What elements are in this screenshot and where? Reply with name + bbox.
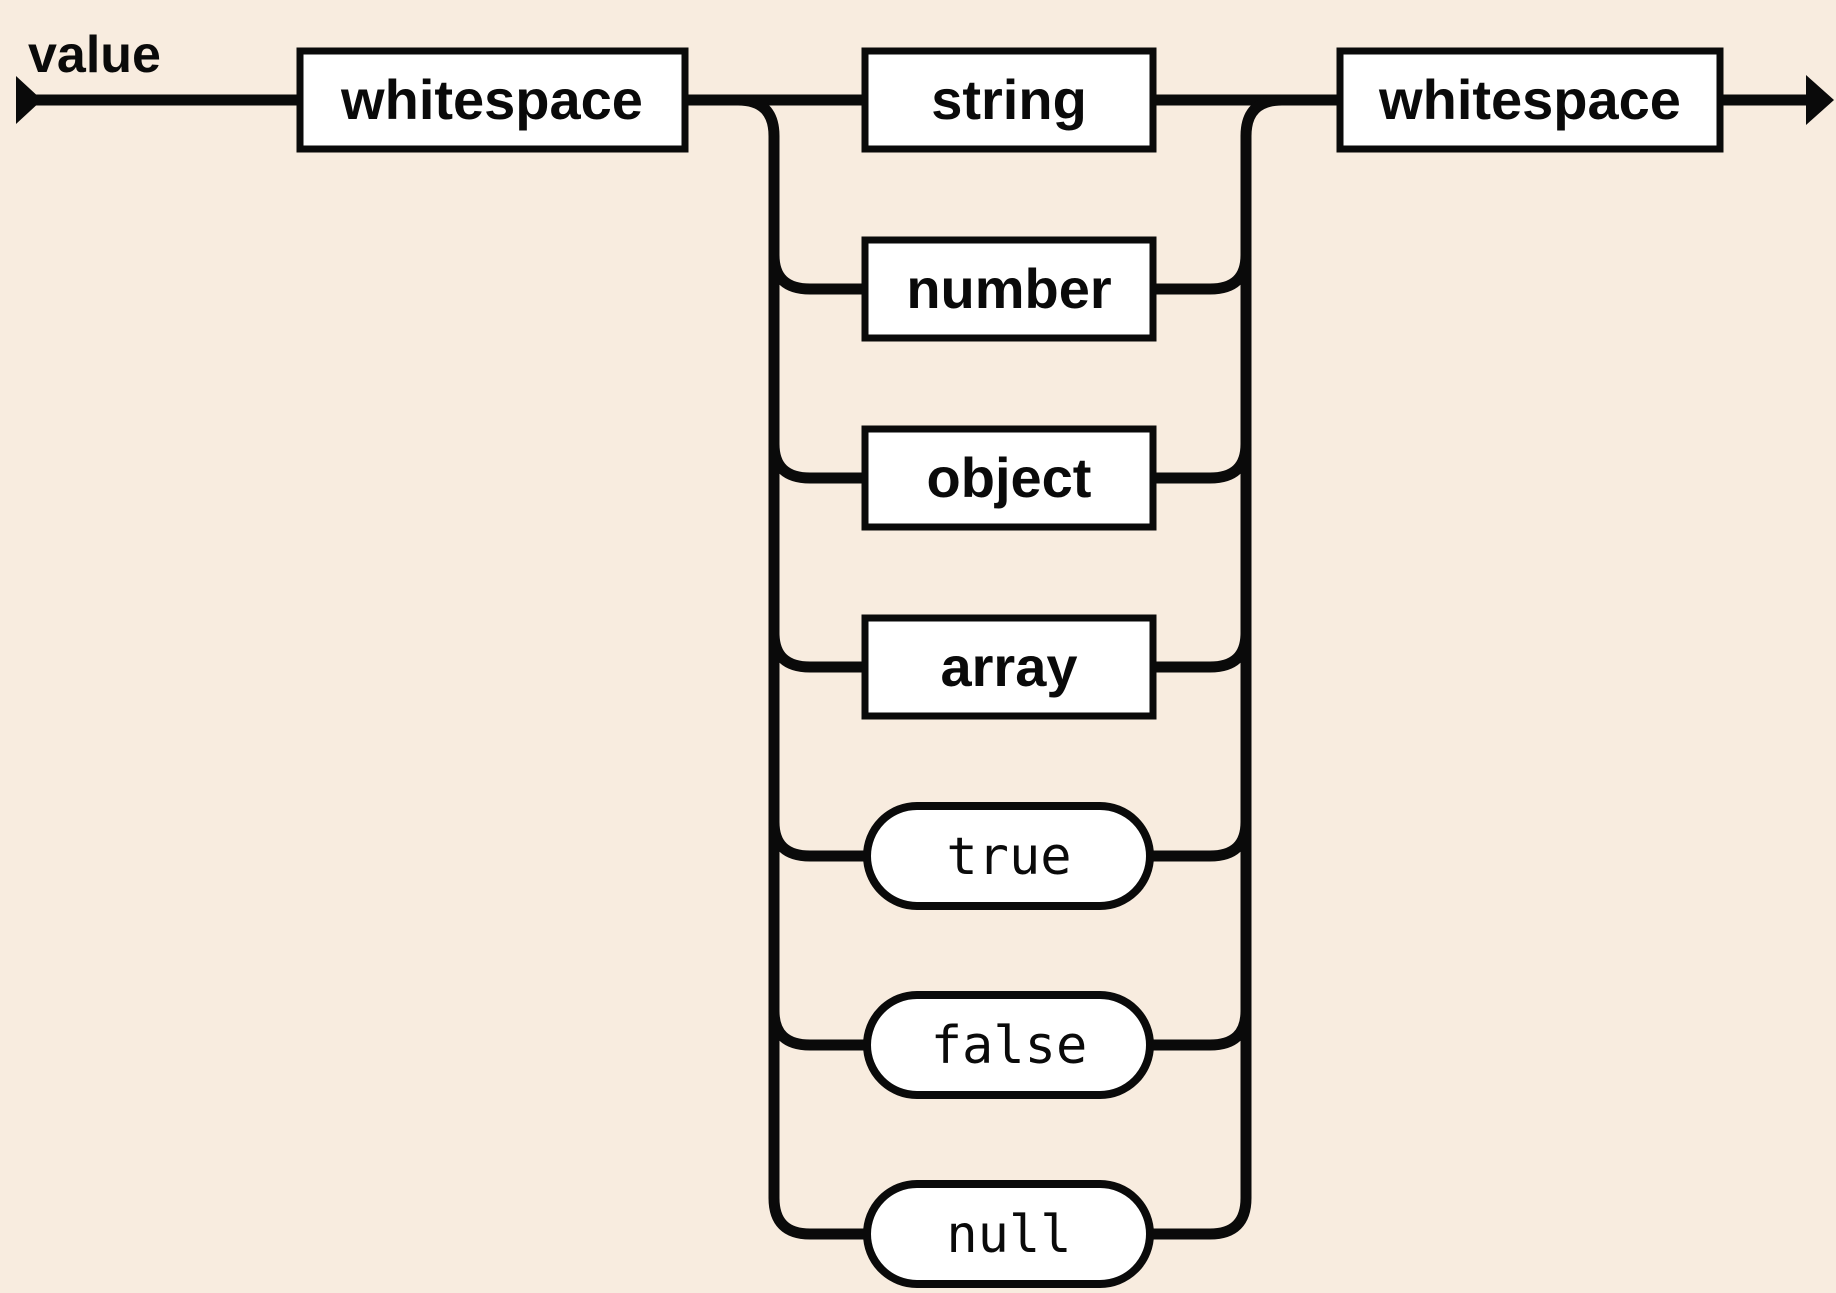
connector-branch-left-array xyxy=(768,632,869,673)
connector-branch-left-object xyxy=(768,443,869,484)
node-true: true xyxy=(863,802,1154,910)
exit-arrowhead-icon xyxy=(1806,75,1834,125)
node-null-pill xyxy=(863,1180,1154,1288)
node-string-box xyxy=(861,47,1157,153)
node-false-label: false xyxy=(931,1016,1088,1076)
node-whitespace-post: whitespace xyxy=(1336,47,1724,153)
node-array: array xyxy=(861,614,1157,720)
node-number-label: number xyxy=(906,257,1111,320)
connector-branch-right-true xyxy=(1146,821,1252,862)
rule-title: value xyxy=(28,26,161,84)
node-number-box xyxy=(861,236,1157,342)
node-false-pill xyxy=(863,991,1154,1099)
connector-branch-left-true xyxy=(768,821,872,862)
node-whitespace-pre-box xyxy=(296,47,689,153)
node-object-label: object xyxy=(927,446,1092,509)
node-object: object xyxy=(861,425,1157,531)
node-whitespace-post-label: whitespace xyxy=(1378,68,1681,131)
connector-branch-right-array xyxy=(1149,632,1252,673)
node-number: number xyxy=(861,236,1157,342)
node-true-pill xyxy=(863,802,1154,910)
connector-branch-right-object xyxy=(1149,443,1252,484)
connector-branch-left-false xyxy=(768,1010,872,1051)
connector-branch-right-number xyxy=(1149,254,1252,295)
connector-branch-left-number xyxy=(768,254,869,295)
node-true-label: true xyxy=(946,827,1071,887)
node-object-box xyxy=(861,425,1157,531)
node-null: null xyxy=(863,1180,1154,1288)
node-null-label: null xyxy=(946,1205,1071,1265)
node-false: false xyxy=(863,991,1154,1099)
node-whitespace-pre-label: whitespace xyxy=(340,68,643,131)
node-array-label: array xyxy=(940,635,1077,698)
node-whitespace-pre: whitespace xyxy=(296,47,689,153)
node-whitespace-post-box xyxy=(1336,47,1724,153)
connector-branch-right-false xyxy=(1146,1010,1252,1051)
node-array-box xyxy=(861,614,1157,720)
connector-left-rail xyxy=(737,94,872,1240)
node-string: string xyxy=(861,47,1157,153)
connector-right-rail xyxy=(1146,94,1340,1240)
node-string-label: string xyxy=(931,68,1087,131)
entry-arrowhead-icon xyxy=(16,76,42,124)
